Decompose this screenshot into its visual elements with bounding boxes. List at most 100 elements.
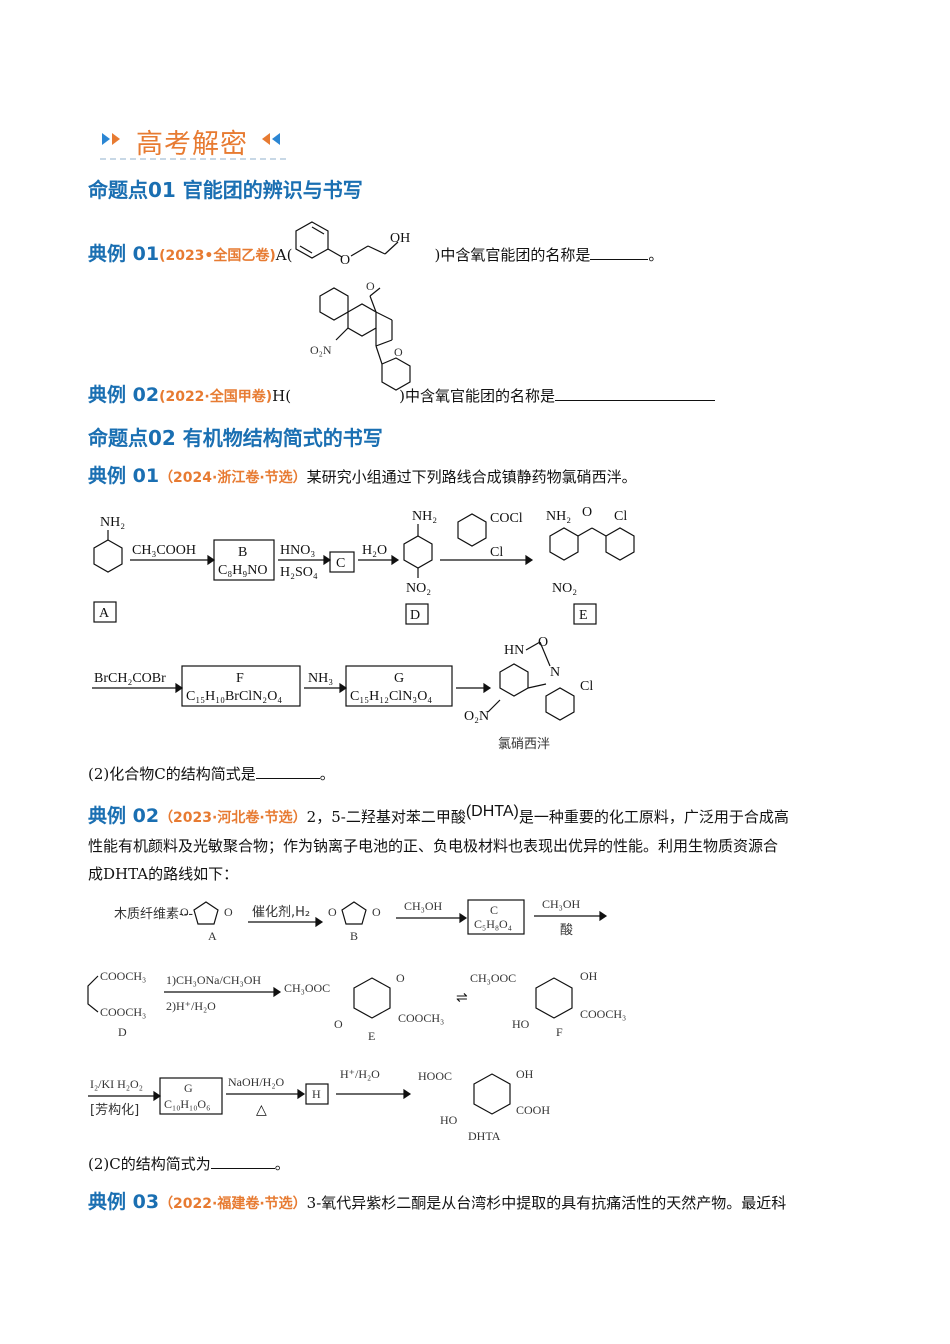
svg-text:B: B xyxy=(238,545,247,560)
svg-text:H⁺/H₂O: H⁺/H₂O xyxy=(340,1067,380,1081)
section-banner: 高考解密 xyxy=(100,120,290,162)
svg-text:COOCH₃: COOCH₃ xyxy=(580,1007,626,1021)
oh-label: OH xyxy=(390,231,410,246)
svg-text:Cl: Cl xyxy=(490,545,503,560)
svg-text:CH₃OH: CH₃OH xyxy=(542,897,581,911)
example-label: 典例 02 xyxy=(88,384,160,406)
svg-text:A: A xyxy=(208,929,217,943)
svg-text:G: G xyxy=(184,1081,193,1095)
svg-text:催化剂,H₂: 催化剂,H₂ xyxy=(252,905,310,920)
svg-text:木质纤维素---: 木质纤维素--- xyxy=(114,907,193,922)
svg-text:C₁₀H₁₀O₆: C₁₀H₁₀O₆ xyxy=(164,1097,210,1111)
answer-blank[interactable] xyxy=(590,245,649,260)
example-post: )中含氧官能团的名称是 xyxy=(434,246,591,264)
section-heading-2: 命题点02 有机物结构简式的书写 xyxy=(88,426,383,450)
svg-text:[芳构化]: [芳构化] xyxy=(90,1103,139,1118)
svg-text:O₂N: O₂N xyxy=(310,343,332,357)
example-source: (2022·全国甲卷) xyxy=(159,389,273,405)
svg-text:COOH: COOH xyxy=(516,1103,550,1117)
svg-text:O₂N: O₂N xyxy=(464,709,489,724)
svg-text:O: O xyxy=(366,279,375,293)
example-2-3: 典例 03（2022·福建卷·节选）3-氧代异紫杉二酮是从台湾杉中提取的具有抗痛… xyxy=(88,1191,787,1213)
svg-text:O: O xyxy=(538,635,548,650)
svg-text:C₈H₉NO: C₈H₉NO xyxy=(218,563,267,578)
svg-text:C₁₅H₁₀BrClN₂O₄: C₁₅H₁₀BrClN₂O₄ xyxy=(186,689,282,704)
svg-text:CH₃OOC: CH₃OOC xyxy=(470,971,516,985)
svg-text:C₁₅H₁₂ClN₃O₄: C₁₅H₁₂ClN₃O₄ xyxy=(350,689,432,704)
svg-text:BrCH₂COBr: BrCH₂COBr xyxy=(94,671,166,686)
svg-text:OH: OH xyxy=(516,1067,534,1081)
svg-text:O: O xyxy=(334,1017,343,1031)
svg-text:OH: OH xyxy=(580,969,598,983)
svg-text:O: O xyxy=(180,905,189,919)
svg-text:CH₃OOC: CH₃OOC xyxy=(284,981,330,995)
svg-text:D: D xyxy=(410,608,420,623)
svg-text:E: E xyxy=(579,608,588,623)
scheme-dhta: 木质纤维素--- O O A 催化剂,H₂ O O B CH₃OH C C₅H₈… xyxy=(87,897,626,1143)
svg-text:NaOH/H₂O: NaOH/H₂O xyxy=(228,1075,285,1089)
svg-text:△: △ xyxy=(256,1103,267,1118)
structure-h: O O O₂N xyxy=(310,279,411,391)
banner-divider xyxy=(100,158,286,160)
svg-text:O: O xyxy=(372,905,381,919)
oxygen-label: O xyxy=(340,253,350,267)
svg-text:HOOC: HOOC xyxy=(418,1069,452,1083)
svg-text:NH₂: NH₂ xyxy=(546,509,571,524)
svg-text:NH₂: NH₂ xyxy=(100,515,125,530)
svg-text:氯硝西泮: 氯硝西泮 xyxy=(498,737,550,752)
svg-text:COCl: COCl xyxy=(490,511,523,526)
svg-text:NH₃: NH₃ xyxy=(308,671,333,686)
svg-text:酸: 酸 xyxy=(560,923,573,938)
svg-text:C: C xyxy=(490,903,498,917)
svg-text:CH₃OH: CH₃OH xyxy=(404,899,443,913)
svg-text:O: O xyxy=(224,905,233,919)
banner-title: 高考解密 xyxy=(136,129,248,160)
answer-blank[interactable] xyxy=(554,386,715,401)
svg-text:C: C xyxy=(336,556,345,571)
svg-text:COOCH₃: COOCH₃ xyxy=(100,1005,146,1019)
svg-text:C₅H₈O₄: C₅H₈O₄ xyxy=(474,917,512,931)
svg-text:F: F xyxy=(236,671,244,686)
svg-text:NH₂: NH₂ xyxy=(412,509,437,524)
svg-text:N: N xyxy=(550,665,560,680)
example-2-1: 典例 01（2024·浙江卷·节选）某研究小组通过下列路线合成镇静药物氯硝西泮。 xyxy=(88,465,637,487)
svg-text:E: E xyxy=(368,1029,375,1043)
svg-text:B: B xyxy=(350,929,358,943)
svg-text:D: D xyxy=(118,1025,127,1039)
svg-text:CH₃COOH: CH₃COOH xyxy=(132,543,196,558)
example-source: (2023•全国乙卷) xyxy=(159,248,276,264)
svg-text:⇌: ⇌ xyxy=(456,991,468,1006)
example-2-2: 典例 02（2023·河北卷·节选）2，5-二羟基对苯二甲酸(DHTA)是一种重… xyxy=(88,803,789,883)
svg-text:H₂SO₄: H₂SO₄ xyxy=(280,565,318,580)
svg-text:A: A xyxy=(99,606,110,621)
arrow-right-icon xyxy=(112,133,120,145)
svg-text:2)H⁺/H₂O: 2)H⁺/H₂O xyxy=(166,999,216,1013)
svg-text:NO₂: NO₂ xyxy=(406,581,431,596)
benzene-ring xyxy=(295,221,329,259)
answer-blank[interactable] xyxy=(210,1154,275,1169)
svg-text:HO: HO xyxy=(512,1017,530,1031)
question-2-1: (2)化合物C的结构简式是。 xyxy=(88,764,335,783)
example-1-2: 典例 02(2022·全国甲卷)H()中含氧官能团的名称是 xyxy=(88,381,715,411)
example-1-1: 典例 01(2023•全国乙卷)A()中含氧官能团的名称是。 xyxy=(88,243,664,265)
example-label: 典例 01 xyxy=(88,243,160,265)
svg-text:1)CH₃ONa/CH₃OH: 1)CH₃ONa/CH₃OH xyxy=(166,973,261,987)
svg-text:COOCH₃: COOCH₃ xyxy=(398,1011,444,1025)
svg-text:G: G xyxy=(394,671,404,686)
svg-text:O: O xyxy=(394,345,403,359)
svg-text:O: O xyxy=(396,971,405,985)
svg-text:HO: HO xyxy=(440,1113,458,1127)
example-pre: A( xyxy=(275,246,293,264)
svg-text:H: H xyxy=(312,1087,321,1101)
structure-phenoxyethanol: O OH xyxy=(295,221,410,267)
arrow-right-icon xyxy=(102,133,110,145)
arrow-left-icon xyxy=(262,133,270,145)
svg-text:O: O xyxy=(582,505,592,520)
svg-text:I₂/KI H₂O₂: I₂/KI H₂O₂ xyxy=(90,1077,143,1091)
scheme-clonazepam: NH₂ A CH₃COOH B C₈H₉NO HNO₃ H₂SO₄ C H₂O … xyxy=(92,505,635,752)
svg-text:DHTA: DHTA xyxy=(468,1129,501,1143)
svg-text:HNO₃: HNO₃ xyxy=(280,543,315,558)
answer-blank[interactable] xyxy=(255,764,320,779)
svg-text:NO₂: NO₂ xyxy=(552,581,577,596)
svg-text:H₂O: H₂O xyxy=(362,543,387,558)
